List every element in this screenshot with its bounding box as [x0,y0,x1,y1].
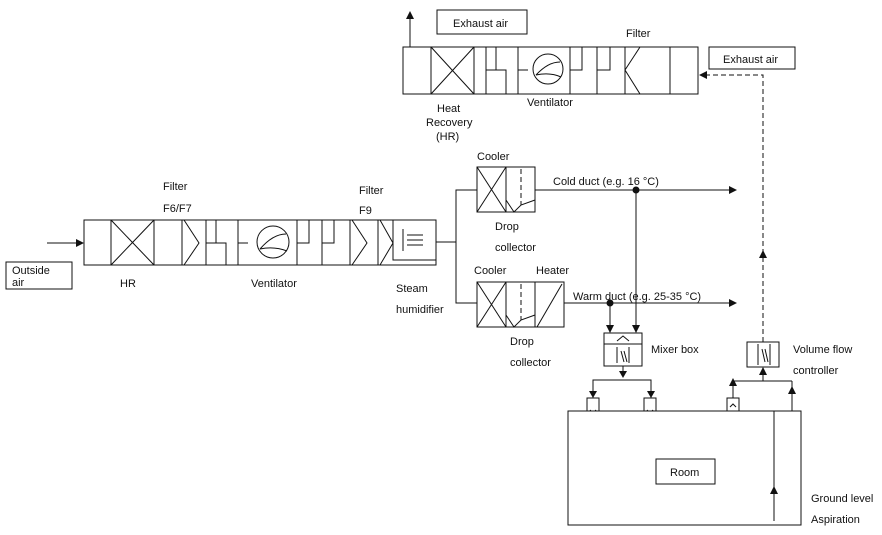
drop-collector-bottom-label-2: collector [510,357,551,369]
ventilator-main-label: Ventilator [251,278,297,290]
heater-label: Heater [536,265,569,277]
outside-air-inlet-arrow [47,239,84,247]
heat-recovery-label-2: Recovery [426,117,473,129]
volume-flow-label-1: Volume flow [793,344,852,356]
bag-filter-exhaust-icon [624,46,671,95]
filter-f9-label-2: F9 [359,205,372,217]
heat-recovery-label-1: Heat [437,103,460,115]
filter-f6f7-icon [181,219,200,266]
cold-duct-cooler [476,166,536,213]
filter-f9-icon [349,219,394,266]
volume-flow-label-2: controller [793,365,839,377]
cooler-top-label: Cooler [477,151,510,163]
filter-top-label: Filter [626,28,651,40]
steam-humidifier-label-2: humidifier [396,304,444,316]
ground-level-label: Ground level [811,493,873,505]
cold-duct-label: Cold duct (e.g. 16 °C) [553,176,659,188]
cooler-bottom-label: Cooler [474,265,507,277]
exhaust-air-label-top: Exhaust air [436,9,528,35]
drop-collector-top-label-2: collector [495,242,536,254]
filter-exhaust-right-icon [569,47,611,94]
filter-exhaust-left-icon [485,47,528,94]
supply-unit-housing [83,219,437,266]
heat-recovery-exhaust-icon [430,46,475,95]
duct-split-line [436,189,477,304]
filter-f9-label-1: Filter [359,185,384,197]
heat-recovery-label-3: (HR) [436,131,459,143]
exhaust-air-top-text: Exhaust air [453,18,508,30]
exhaust-outlet-arrow [406,11,414,47]
ventilator-exhaust-icon [532,53,564,85]
filter-f6f7-label-1: Filter [163,181,188,193]
ventilator-top-label: Ventilator [527,97,573,109]
exhaust-air-unit [402,46,699,95]
volume-flow-controller-icon [746,341,780,368]
exhaust-air-label-right: Exhaust air [708,46,796,70]
ventilator-supply-icon [256,225,290,259]
drop-collector-bottom-label-1: Drop [510,336,534,348]
exhaust-air-right-text: Exhaust air [723,54,778,66]
supply-fan-section-right-icon [296,220,335,265]
outside-air-text-1: Outside [12,265,50,277]
mixer-box-icon [603,332,643,367]
warm-duct-label: Warm duct (e.g. 25-35 °C) [573,291,701,303]
supply-unit [83,219,437,266]
drop-collector-top-label-1: Drop [495,221,519,233]
mixer-box-label: Mixer box [651,344,699,356]
warm-duct-line [564,299,737,333]
heat-recovery-supply-icon [110,219,155,266]
filter-f6f7-label-2: F6/F7 [163,203,192,215]
room-label: Room [670,467,699,479]
mixer-to-room-supply [586,366,657,414]
steam-humidifier-label-1: Steam [396,283,428,295]
aspiration-label: Aspiration [811,514,860,526]
warm-duct-cooler-heater [476,281,565,328]
supply-fan-section-left-icon [205,220,248,265]
outside-air-text-2: air [12,277,25,289]
cold-duct-line [535,186,737,333]
room: Room [567,410,802,526]
hr-label: HR [120,278,136,290]
exhaust-return-dashed-line [699,71,767,342]
steam-humidifier-icon [392,219,437,261]
outside-air-label: Outside air [5,261,73,290]
